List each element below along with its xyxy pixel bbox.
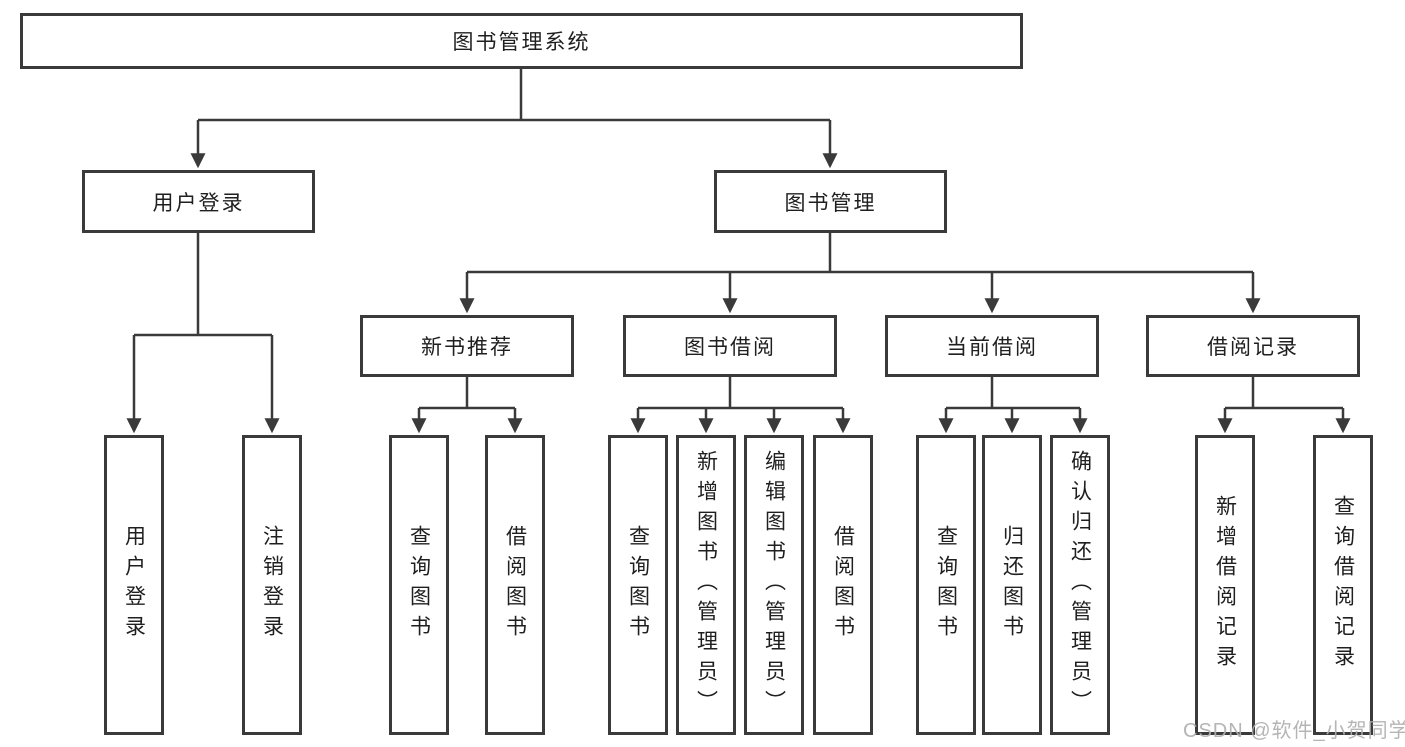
watermark-text: CSDN @软件_小贺同学: [1183, 720, 1405, 742]
node-borrowing-records: 借阅记录: [1146, 315, 1360, 377]
leaf-confirm-return-admin: 确认归还（管理员）: [1050, 435, 1110, 735]
leaf-query-books-current: 查询图书: [916, 435, 976, 735]
leaf-logout: 注销登录: [242, 435, 302, 735]
node-user-login-group: 用户登录: [82, 170, 315, 233]
node-current-borrowing: 当前借阅: [885, 315, 1099, 377]
leaf-user-login: 用户登录: [104, 435, 164, 735]
node-system-root: 图书管理系统: [20, 13, 1023, 69]
leaf-query-books-recommend: 查询图书: [389, 435, 449, 735]
node-book-borrowing: 图书借阅: [623, 315, 837, 377]
leaf-edit-books-admin: 编辑图书（管理员）: [744, 435, 804, 735]
leaf-add-borrow-record: 新增借阅记录: [1195, 435, 1255, 735]
node-book-management: 图书管理: [714, 170, 947, 233]
leaf-borrow-books: 借阅图书: [813, 435, 873, 735]
leaf-add-books-admin: 新增图书（管理员）: [676, 435, 736, 735]
leaf-return-books: 归还图书: [982, 435, 1042, 735]
leaf-query-borrow-record: 查询借阅记录: [1313, 435, 1373, 735]
leaf-query-books-borrowing: 查询图书: [608, 435, 668, 735]
node-new-book-recommendation: 新书推荐: [360, 315, 574, 377]
leaf-borrow-books-recommend: 借阅图书: [485, 435, 545, 735]
